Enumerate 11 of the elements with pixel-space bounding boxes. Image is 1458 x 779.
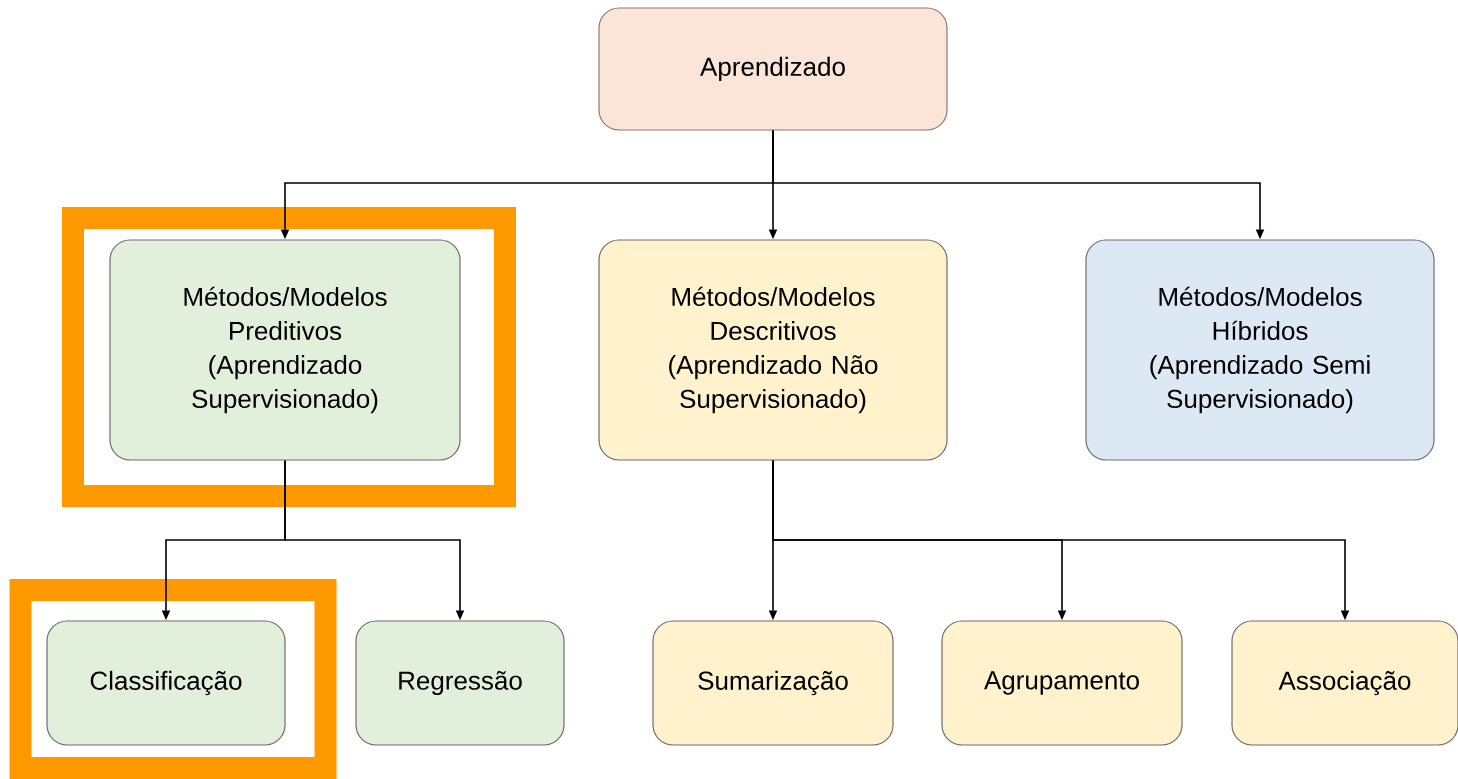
process-box: Aprendizado	[598, 7, 948, 131]
process-box: Métodos/Modelos Preditivos (Aprendizado Supervisionado)	[109, 239, 461, 461]
process-box: Classificação	[46, 620, 286, 746]
process-box: Regressão	[355, 620, 565, 746]
highlight-frame	[62, 207, 516, 507]
process-box: Associação	[1231, 620, 1458, 746]
process-box: Agrupamento	[941, 620, 1183, 746]
highlight-frame	[9, 579, 337, 779]
process-box: Métodos/Modelos Híbridos (Aprendizado Semi Supervisionado)	[1085, 239, 1435, 461]
process-box: Sumarização	[652, 620, 894, 746]
process-box: Métodos/Modelos Descritivos (Aprendizado Não Supervisionado)	[598, 239, 948, 461]
